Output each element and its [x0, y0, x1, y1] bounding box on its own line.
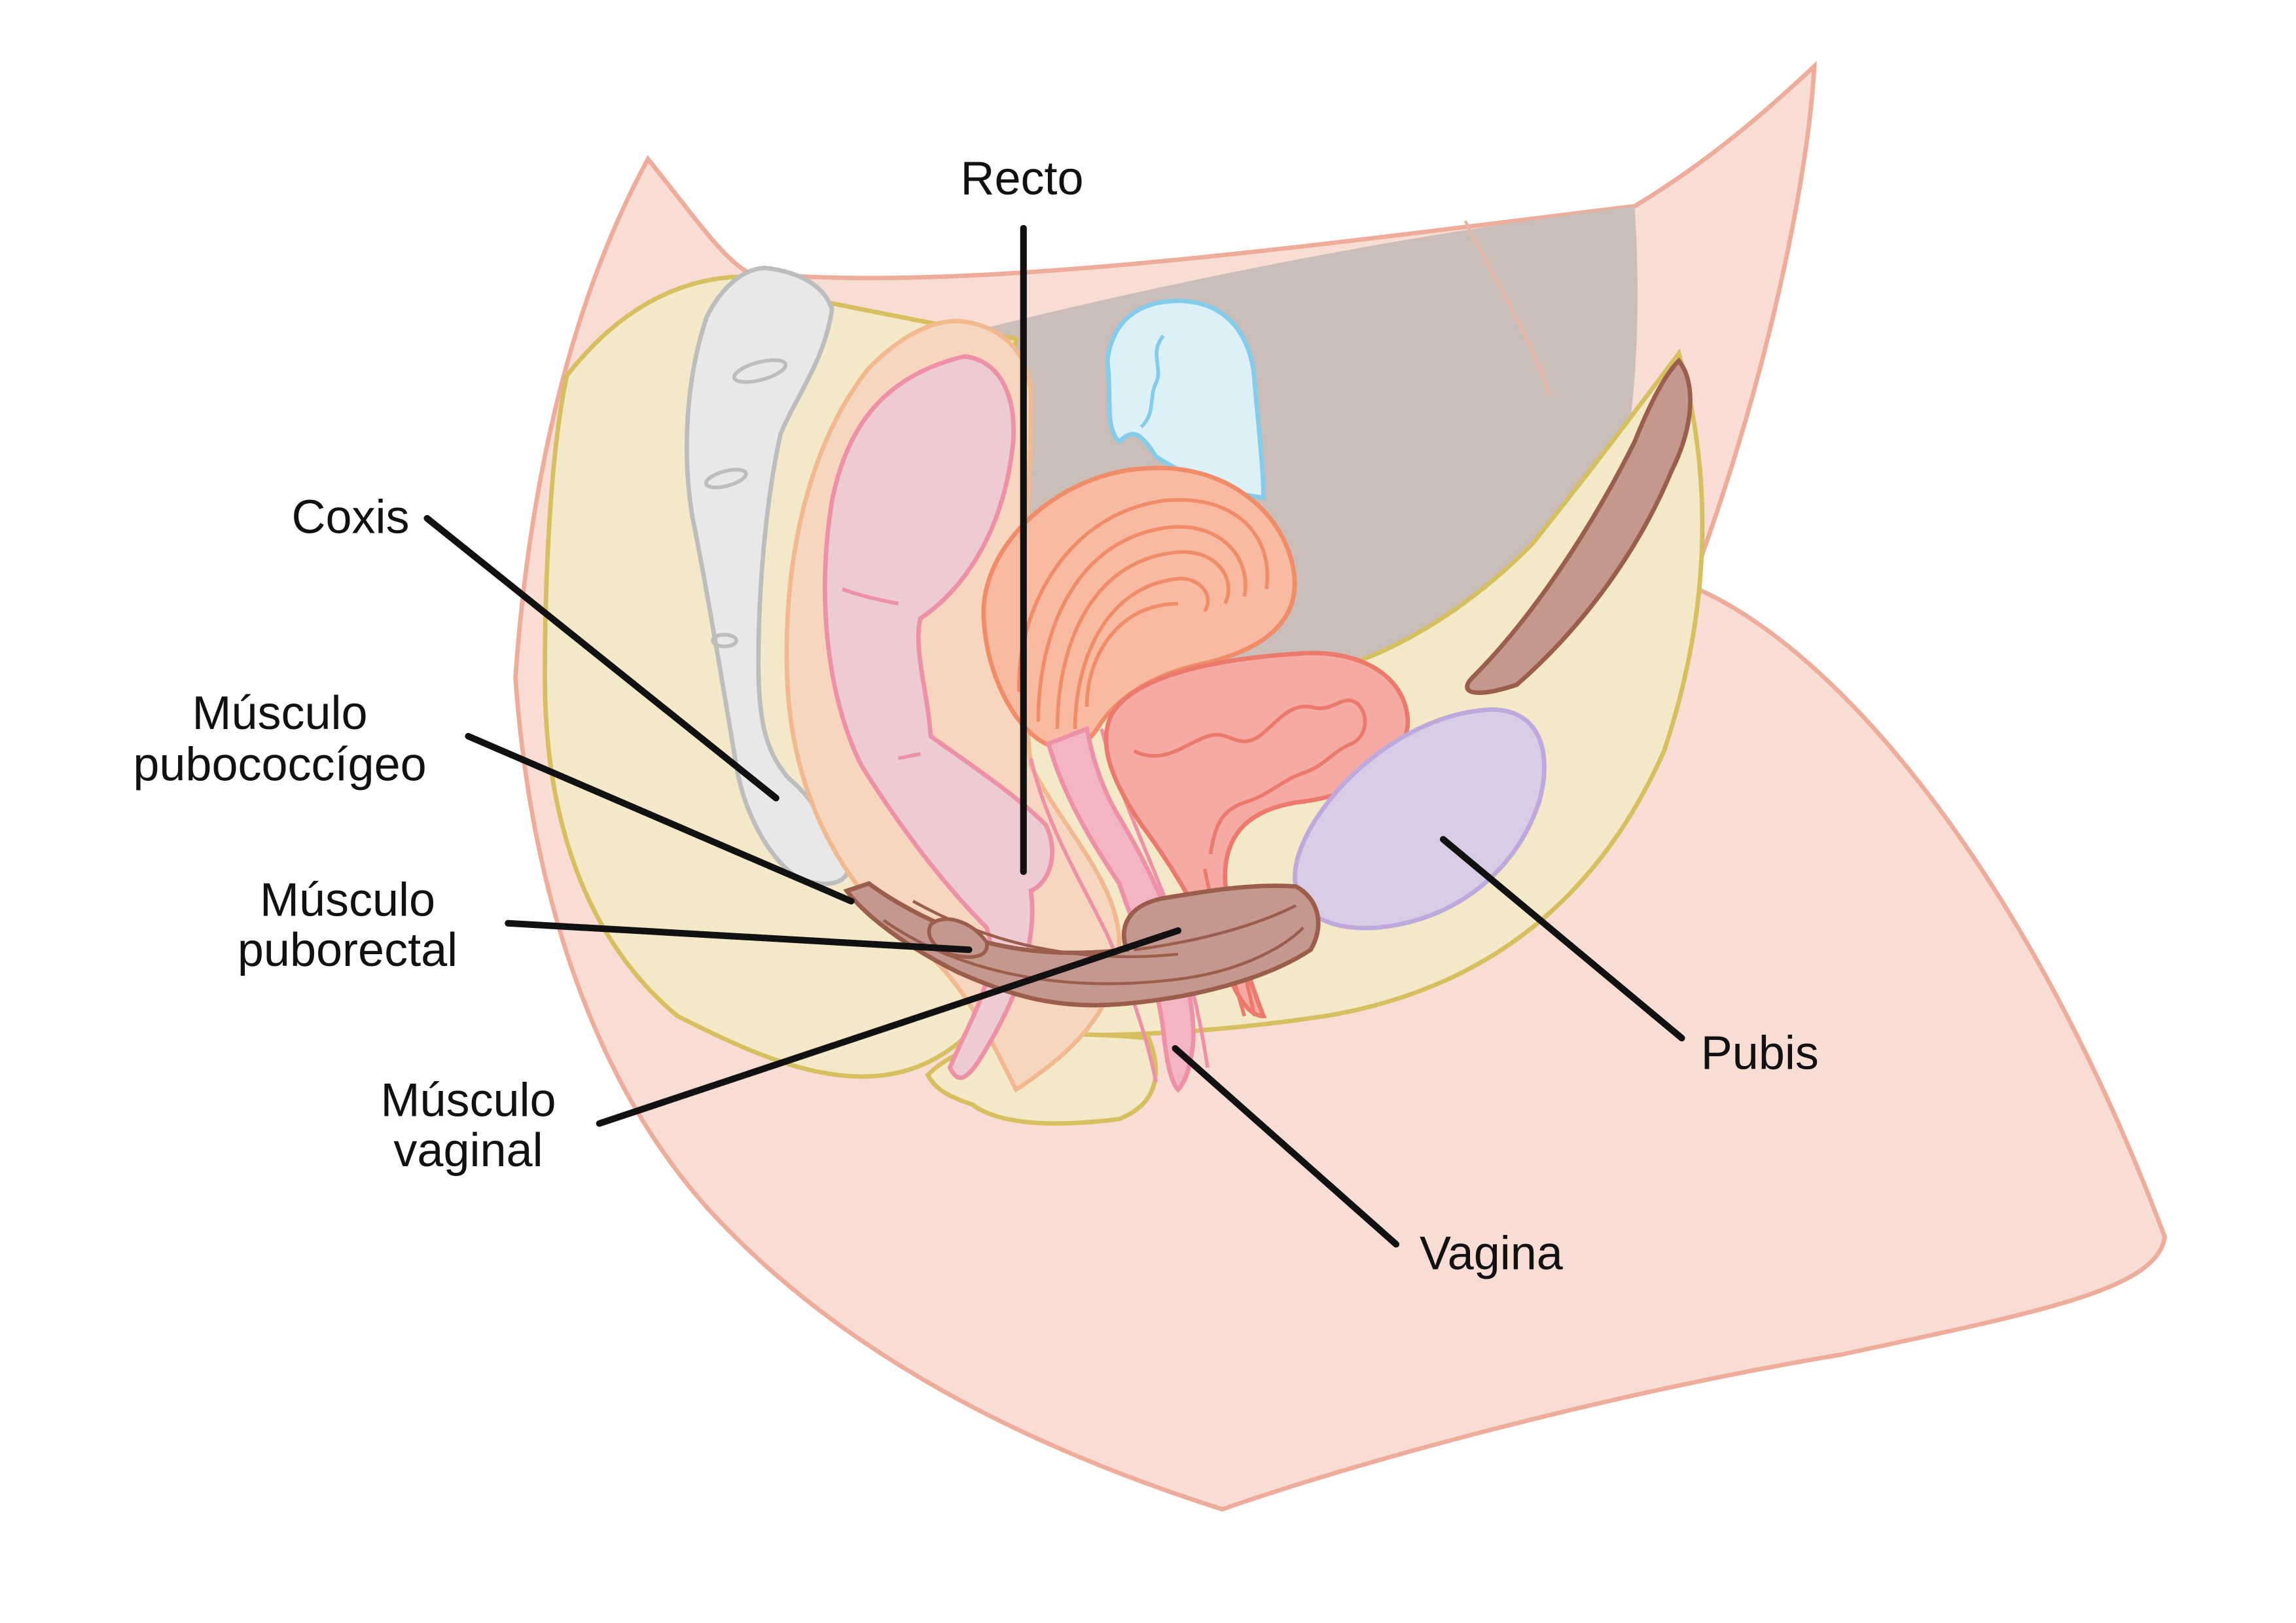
label-puborectal-line2: puborectal	[238, 924, 457, 976]
uterus-ring-2	[1036, 525, 1247, 722]
label-coxis: Coxis	[291, 491, 409, 544]
label-pubis: Pubis	[1701, 1027, 1819, 1080]
leader-coxis	[423, 514, 780, 802]
uterus-ring-3	[1055, 550, 1230, 729]
label-vaginal-line1: Músculo	[380, 1075, 556, 1127]
leader-puborectal	[505, 919, 973, 954]
label-vagina: Vagina	[1420, 1228, 1564, 1280]
rectum	[823, 354, 1055, 1080]
vertebra-mark-2	[704, 467, 748, 490]
abdominal-fold	[1463, 220, 1551, 395]
vertebra-mark-3	[711, 632, 738, 649]
leader-vaginal	[596, 927, 1182, 1127]
rectum-fold-2	[897, 752, 921, 760]
vertebra-mark-1	[732, 358, 788, 384]
label-vaginal-line2: vaginal	[393, 1124, 543, 1177]
label-pubococcigeo-line1: Músculo	[192, 687, 367, 740]
bladder-lining	[1133, 698, 1367, 855]
uterus-ring-1	[1017, 498, 1270, 692]
vagina	[1045, 726, 1196, 1093]
uterus-ring-4	[1073, 577, 1210, 729]
rectum-fold-1	[841, 587, 899, 606]
leader-pubis	[1439, 836, 1685, 1042]
uterus-ring-5	[1085, 601, 1179, 707]
rectus-muscle	[1465, 357, 1693, 695]
label-puborectal-line1: Músculo	[260, 874, 435, 927]
leader-pubococcigeo	[465, 732, 855, 905]
label-recto: Recto	[960, 152, 1083, 205]
label-pubococcigeo-line2: pubococcígeo	[133, 739, 426, 791]
leader-vagina	[1172, 1044, 1400, 1248]
ovary-fold	[1139, 334, 1165, 429]
